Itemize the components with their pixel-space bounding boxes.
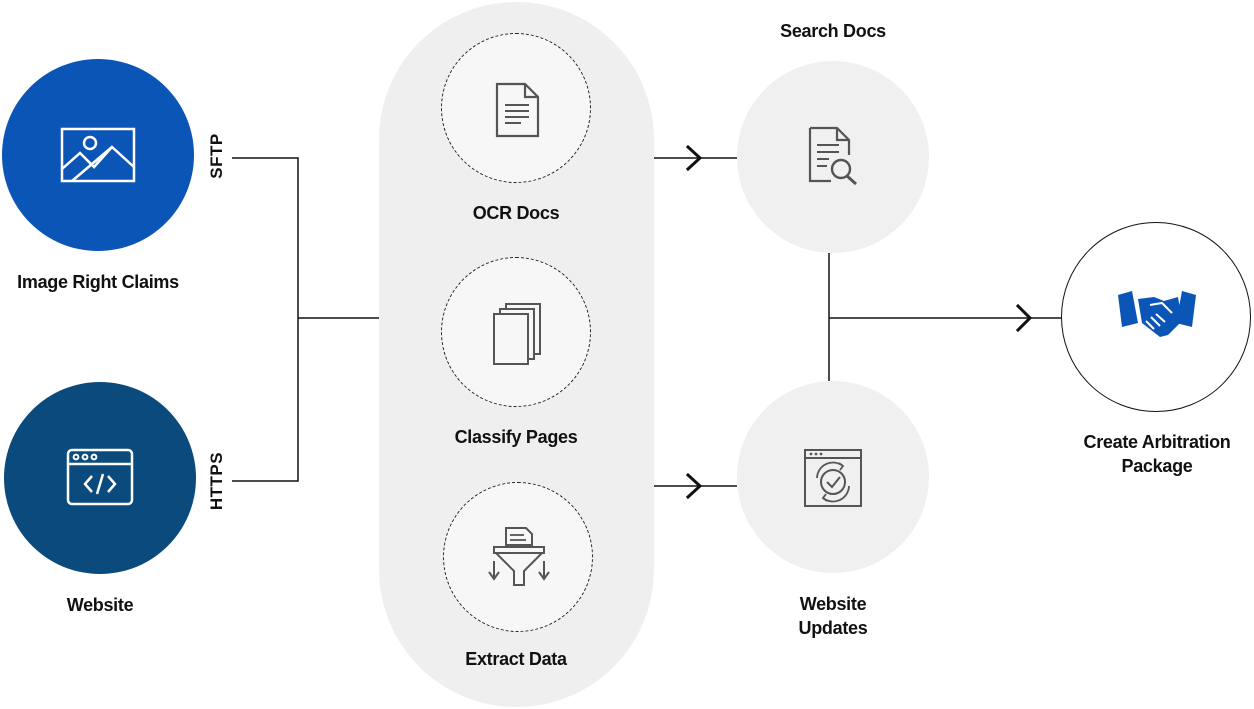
code-browser-icon [66, 448, 134, 506]
search-docs-label: Search Docs [780, 21, 886, 41]
arbitration-package-label: Create Arbitration Package [1083, 432, 1231, 476]
source-website-label: Website [66, 595, 134, 615]
extract-data-circle [443, 482, 593, 632]
website-updates-circle [737, 381, 929, 573]
arrowhead-updates [685, 472, 703, 500]
handshake-icon [1118, 291, 1196, 337]
search-document-icon [808, 126, 857, 186]
arbitration-package-circle [1061, 222, 1251, 412]
https-label: HTTPS [207, 451, 226, 511]
pages-stack-icon [493, 303, 541, 365]
arrowhead-final [1015, 303, 1033, 333]
website-update-icon [804, 449, 862, 507]
arrowhead-search [685, 144, 703, 172]
classify-pages-circle [441, 257, 591, 407]
source-bracket-line [232, 157, 299, 482]
website-updates-label: Website Updates [798, 594, 868, 638]
search-docs-circle [737, 61, 929, 253]
extract-data-label: Extract Data [465, 649, 567, 669]
ocr-docs-label: OCR Docs [472, 203, 560, 223]
document-icon [495, 82, 540, 138]
source-image-claims-circle [2, 59, 194, 251]
sftp-label: SFTP [207, 133, 226, 179]
source-image-claims-label: Image Right Claims [17, 272, 179, 292]
source-website-circle [4, 382, 196, 574]
image-icon [60, 127, 136, 183]
funnel-extract-icon [488, 527, 550, 586]
ocr-docs-circle [441, 33, 591, 183]
classify-pages-label: Classify Pages [454, 427, 578, 447]
